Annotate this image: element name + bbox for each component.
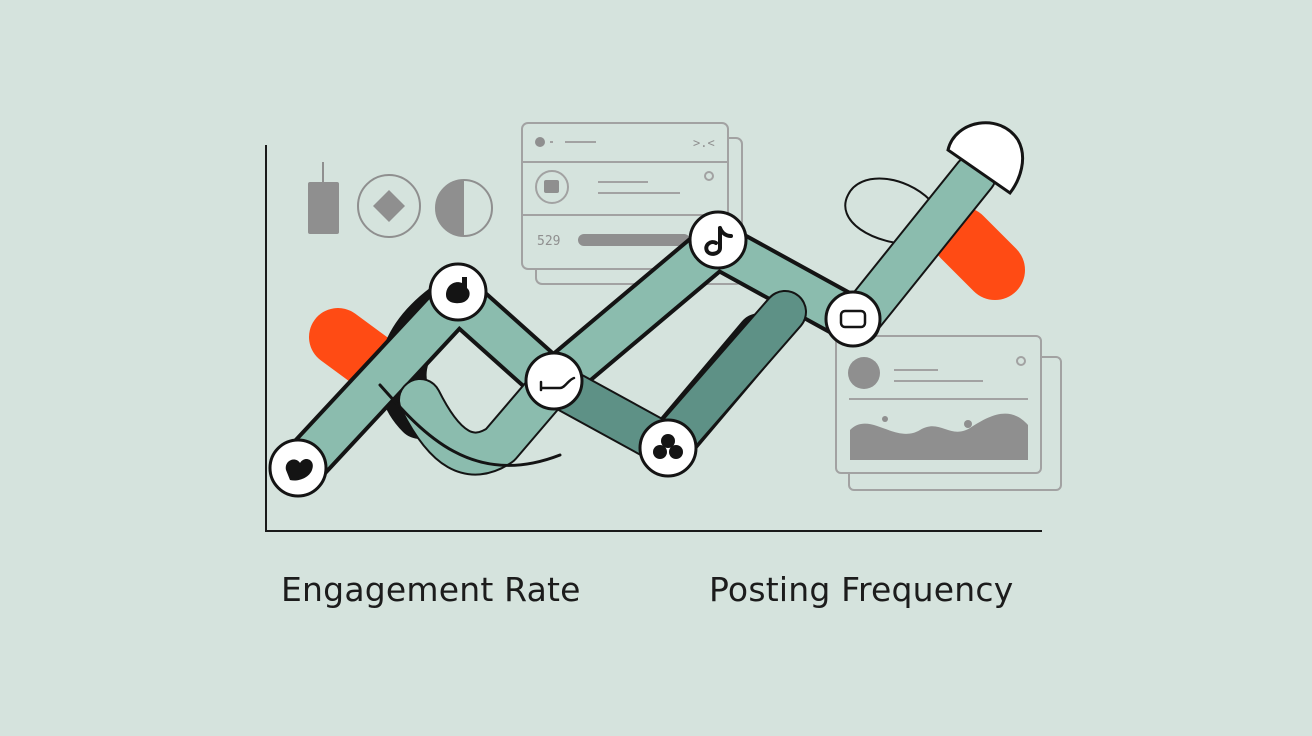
paw-icon	[653, 434, 683, 459]
node-paw	[638, 418, 698, 478]
avatar-icon	[535, 170, 569, 204]
node-tiktok	[688, 210, 748, 270]
accent-capsules	[309, 177, 1025, 391]
profile-card-bottom	[835, 335, 1062, 491]
band-end-cap	[946, 121, 1024, 196]
progress-bar	[578, 234, 690, 246]
node-hand	[428, 262, 488, 322]
node-heart	[268, 438, 328, 498]
hand-icon	[446, 277, 470, 304]
node-trend	[524, 351, 584, 411]
engagement-rate-label: Engagement Rate	[281, 570, 581, 609]
heart-icon	[285, 459, 313, 481]
tv-icon	[839, 309, 867, 329]
chart-axes	[265, 145, 1042, 532]
wave-graph	[850, 413, 1028, 460]
card-number: 529	[537, 234, 560, 249]
battery-icon	[308, 182, 339, 234]
engagement-band	[276, 153, 997, 492]
avatar-icon	[848, 357, 880, 389]
diamond-circle-icon	[357, 174, 421, 238]
trend-line-icon	[539, 376, 576, 392]
node-tv	[824, 290, 882, 348]
widget-icons	[308, 162, 493, 238]
posting-frequency-label: Posting Frequency	[709, 570, 1014, 609]
tiktok-icon	[704, 226, 733, 256]
svg-text:>.<: >.<	[693, 136, 715, 150]
